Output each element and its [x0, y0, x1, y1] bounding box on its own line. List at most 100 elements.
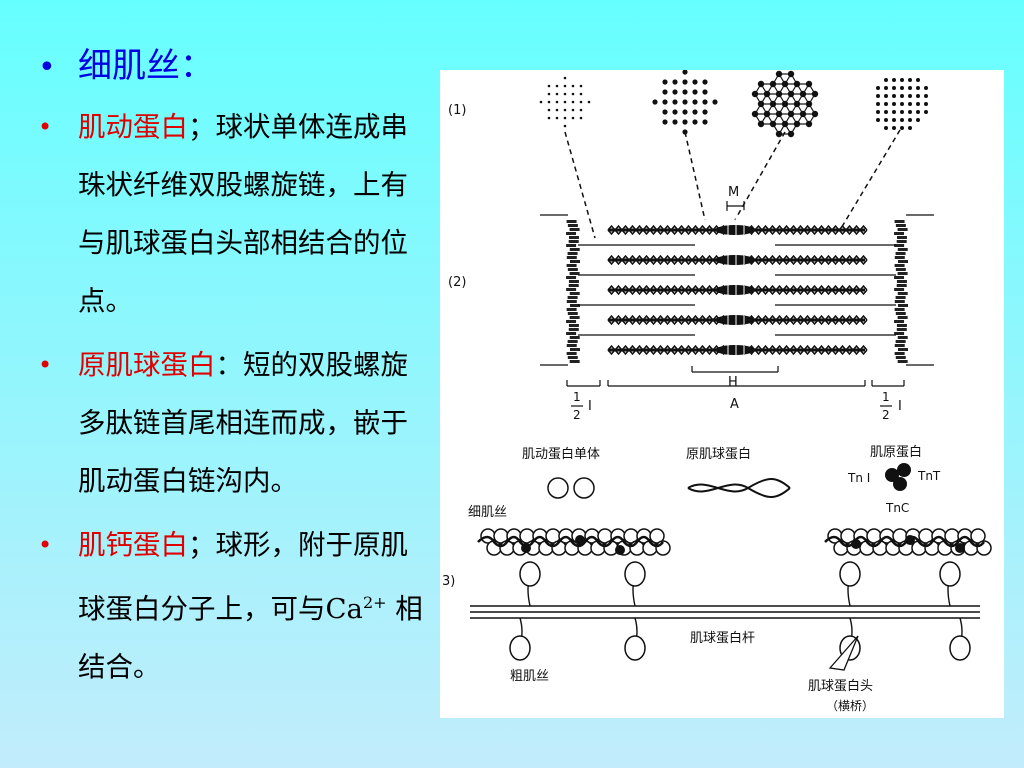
z-disc [566, 320, 577, 323]
myosin-head [839, 561, 861, 587]
section-dot [547, 116, 551, 120]
bullet-icon: • [38, 113, 53, 141]
section-dot [892, 94, 896, 98]
section-dot [571, 92, 575, 96]
z-disc [567, 312, 578, 315]
section-dot [662, 119, 668, 125]
myosin-head [509, 635, 531, 661]
z-disc [894, 344, 905, 347]
thick-filament-label: 粗肌丝 [510, 669, 549, 684]
section-dot [876, 102, 880, 106]
z-disc [896, 284, 907, 287]
m-line-bulge [715, 315, 755, 325]
z-disc [894, 320, 905, 323]
tni-label: Tn I [847, 471, 870, 485]
z-disc [896, 280, 907, 283]
bullet-tropomyosin: • 原肌球蛋白：短的双股螺旋多肽链首尾相连而成，嵌于肌动蛋白链沟内。 [30, 336, 430, 510]
half-top-right: 1 [882, 390, 890, 404]
section-dot [892, 118, 896, 122]
section-dot [547, 100, 551, 104]
z-disc [569, 316, 580, 319]
section-dot [757, 120, 765, 128]
term-actin: 肌动蛋白 [78, 111, 188, 143]
z-disc [566, 352, 577, 355]
m-line-bulge [715, 255, 755, 265]
section-dot [892, 102, 896, 106]
section-dot [916, 110, 920, 114]
section-dot [900, 94, 904, 98]
troponin-blob [615, 545, 625, 555]
z-disc [566, 244, 577, 247]
section-dot [692, 79, 698, 85]
z-disc [894, 256, 905, 259]
filament-interaction [470, 528, 992, 671]
section-dot [805, 120, 813, 128]
section-dot [924, 86, 928, 90]
section-dot [571, 116, 575, 120]
troponin-blob [575, 535, 585, 545]
z-disc [894, 244, 905, 247]
sarcomere-filaments [540, 210, 934, 366]
section-dot [539, 100, 543, 104]
actin-monomer-circle [573, 477, 595, 499]
section-dot [672, 119, 678, 125]
z-disc [569, 360, 580, 363]
section-dot [662, 89, 668, 95]
tropomyosin-on-actin [477, 535, 664, 548]
panel3-label: 3) [442, 574, 455, 589]
section-dot [787, 130, 795, 138]
section-dot [908, 102, 912, 106]
section-dot [900, 110, 904, 114]
section-dot [682, 109, 688, 115]
section-dot [563, 76, 567, 80]
z-disc [569, 228, 580, 231]
section-dot [692, 109, 698, 115]
z-disc [566, 232, 577, 235]
troponin-blob [851, 539, 861, 549]
term-tropomyosin: 原肌球蛋白 [78, 349, 216, 381]
section-dot [908, 94, 912, 98]
section-dot [916, 94, 920, 98]
section-dot [892, 78, 896, 82]
z-disc [569, 292, 580, 295]
actin-monomer-label: 肌动蛋白单体 [522, 446, 600, 462]
section-dot [662, 99, 668, 105]
i-band-right-label: I [898, 399, 902, 414]
z-disc [566, 220, 577, 223]
section-dot [555, 84, 559, 88]
section-dot [876, 94, 880, 98]
myosin-head [949, 635, 971, 661]
z-disc [569, 348, 580, 351]
section-dot [702, 89, 708, 95]
section-dot [692, 99, 698, 105]
section-dot [916, 118, 920, 122]
z-disc [569, 272, 580, 275]
z-disc [897, 248, 908, 251]
z-disc [566, 308, 577, 311]
troponin-complex-icon [885, 463, 911, 491]
band-brackets [566, 380, 905, 407]
z-disc [568, 280, 579, 283]
section-dot [563, 124, 567, 128]
z-disc [894, 232, 905, 235]
cross-bridge-label: （横桥） [826, 699, 874, 713]
z-disc [894, 264, 905, 267]
z-disc [894, 288, 905, 291]
section-dot [884, 110, 888, 114]
z-disc [897, 228, 908, 231]
actin-bead [970, 528, 986, 544]
z-disc [567, 296, 578, 299]
section-dot [884, 126, 888, 130]
bullet-actin: • 肌动蛋白；球状单体连成串珠状纤维双股螺旋链，上有与肌球蛋白头部相结合的位点。 [30, 98, 430, 330]
desc-troponin-b: 相结合。 [78, 593, 423, 683]
z-disc [895, 340, 906, 343]
myosin-head [624, 635, 646, 661]
section-dot [563, 84, 567, 88]
z-disc [895, 296, 906, 299]
section-dot [563, 92, 567, 96]
z-disc [894, 300, 905, 303]
thin-filament-label: 细肌丝 [468, 505, 507, 520]
section-dot [712, 99, 718, 105]
section-dot [892, 126, 896, 130]
z-disc [895, 268, 906, 271]
